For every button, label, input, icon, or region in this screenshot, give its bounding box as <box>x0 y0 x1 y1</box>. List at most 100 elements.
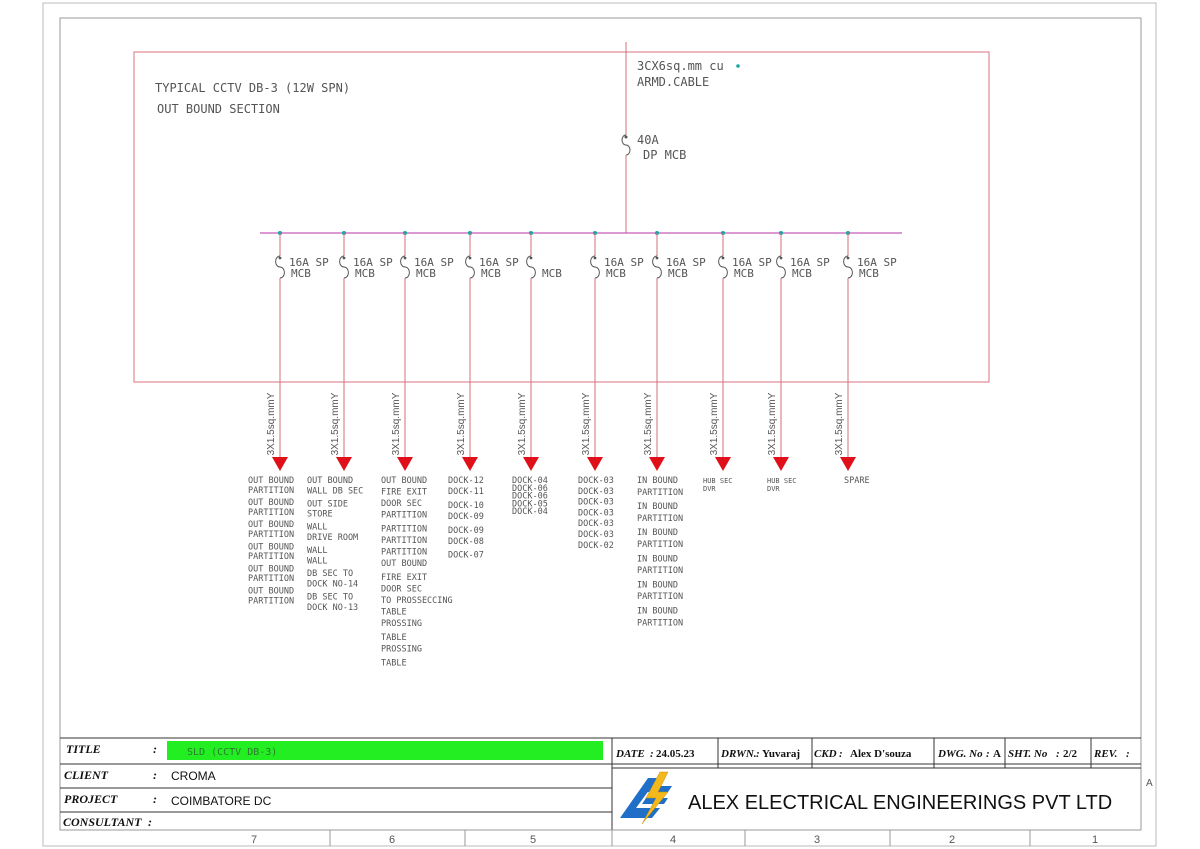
load-label: DOCK-03 <box>578 530 614 540</box>
mcb-type: MCB <box>606 267 626 280</box>
load-label: DOCK-02 <box>578 541 614 551</box>
load-label: DOCK-03 <box>578 476 614 486</box>
load-label: OUT BOUND <box>307 476 353 486</box>
load-label: HUB SEC <box>767 477 797 485</box>
mcb-rating: 16A SP <box>353 256 393 269</box>
svg-text::: : <box>839 748 843 760</box>
load-label: WALL DB SEC <box>307 486 363 496</box>
drawn-value: Yuvaraj <box>762 748 800 760</box>
title-highlight <box>167 741 603 760</box>
load-label: DB SEC TO <box>307 593 353 603</box>
outgoing-arrow <box>397 457 413 471</box>
load-label: DOCK-03 <box>578 487 614 497</box>
load-label: PARTITION <box>637 488 683 498</box>
cable-size: 3X1.5sq.mmY <box>834 392 845 455</box>
mcb-type: MCB <box>792 267 812 280</box>
client-value: CROMA <box>171 769 216 783</box>
mcb-symbol <box>718 255 728 279</box>
load-label: DOCK NO-14 <box>307 580 358 590</box>
mcb-symbol <box>400 255 410 279</box>
mcb-type: MCB <box>734 267 754 280</box>
outgoing-arrow <box>840 457 856 471</box>
title-value: SLD (CCTV DB-3) <box>187 747 277 758</box>
load-label: IN BOUND <box>637 502 678 512</box>
load-label: DOCK-03 <box>578 519 614 529</box>
load-label: PARTITION <box>637 592 683 602</box>
load-label: DOCK-05 <box>512 499 548 509</box>
rev-label: REV. <box>1093 748 1118 760</box>
load-label: PARTITION <box>381 536 427 546</box>
load-label: IN BOUND <box>637 528 678 538</box>
svg-text::: : <box>153 742 157 756</box>
load-label: DB SEC TO <box>307 569 353 579</box>
load-label: DOCK NO-13 <box>307 603 358 613</box>
load-label: PARTITION <box>637 566 683 576</box>
zone-number: 7 <box>251 834 257 846</box>
title-block: TITLE : SLD (CCTV DB-3) CLIENT : CROMA P… <box>60 737 1153 830</box>
outgoing-arrow <box>587 457 603 471</box>
load-label: TABLE <box>381 633 407 643</box>
incoming-mcb-symbol <box>621 134 631 156</box>
mcb-type: MCB <box>355 267 375 280</box>
client-label: CLIENT <box>64 768 109 782</box>
consultant-label: CONSULTANT <box>63 815 142 829</box>
load-label: DOCK-12 <box>448 476 484 486</box>
load-label: DOCK-03 <box>578 508 614 518</box>
load-label: WALL <box>307 523 327 533</box>
load-label: OUT BOUND <box>248 542 294 552</box>
title-label: TITLE <box>66 742 101 756</box>
mcb-symbol <box>652 255 662 279</box>
project-label: PROJECT <box>64 792 118 806</box>
mcb-type: MCB <box>291 267 311 280</box>
zone-number: 4 <box>670 834 676 846</box>
cable-size: 3X1.5sq.mmY <box>581 392 592 455</box>
load-label: DVR <box>703 485 716 493</box>
mcb-symbol <box>275 255 285 279</box>
mcb-symbol <box>526 255 536 279</box>
mcb-rating: 16A SP <box>790 256 830 269</box>
cable-size: 3X1.5sq.mmY <box>643 392 654 455</box>
circuit-4: 16A SPMCB3X1.5sq.mmYDOCK-12DOCK-11DOCK-1… <box>448 231 519 561</box>
sheet-label: SHT. No <box>1008 748 1048 760</box>
load-label: PARTITION <box>248 486 294 496</box>
project-value: COIMBATORE DC <box>171 794 272 808</box>
load-label: PARTITION <box>248 552 294 562</box>
incoming-mcb-type: DP MCB <box>643 148 686 162</box>
zone-number: 6 <box>389 834 395 846</box>
inner-frame <box>59 17 1142 831</box>
mcb-type: MCB <box>416 267 436 280</box>
load-label: DOOR SEC <box>381 585 422 595</box>
load-label: OUT BOUND <box>248 520 294 530</box>
load-label: OUT BOUND <box>248 476 294 486</box>
load-label: FIRE EXIT <box>381 573 427 583</box>
mcb-symbol <box>465 255 475 279</box>
svg-text::: : <box>1126 748 1130 760</box>
load-label: STORE <box>307 510 333 520</box>
drawn-label: DRWN. <box>720 748 757 760</box>
load-label: OUT BOUND <box>248 498 294 508</box>
zone-number: 1 <box>1092 834 1098 846</box>
load-label: DOCK-04 <box>512 507 548 517</box>
date-label: DATE <box>615 748 645 760</box>
outgoing-arrow <box>773 457 789 471</box>
load-label: PARTITION <box>248 574 294 584</box>
load-label: OUT SIDE <box>307 499 348 509</box>
load-label: IN BOUND <box>637 607 678 617</box>
load-label: PARTITION <box>381 525 427 535</box>
load-label: DOCK-03 <box>578 498 614 508</box>
load-label: PARTITION <box>637 540 683 550</box>
cable-size: 3X1.5sq.mmY <box>767 392 778 455</box>
load-label: DOCK-11 <box>448 487 484 497</box>
mcb-type: MCB <box>668 267 688 280</box>
load-label: WALL <box>307 546 327 556</box>
mcb-rating: 16A SP <box>479 256 519 269</box>
svg-text::: : <box>148 815 152 829</box>
zone-number: 3 <box>814 834 820 846</box>
cable-size: 3X1.5sq.mmY <box>330 392 341 455</box>
mcb-rating: 16A SP <box>414 256 454 269</box>
